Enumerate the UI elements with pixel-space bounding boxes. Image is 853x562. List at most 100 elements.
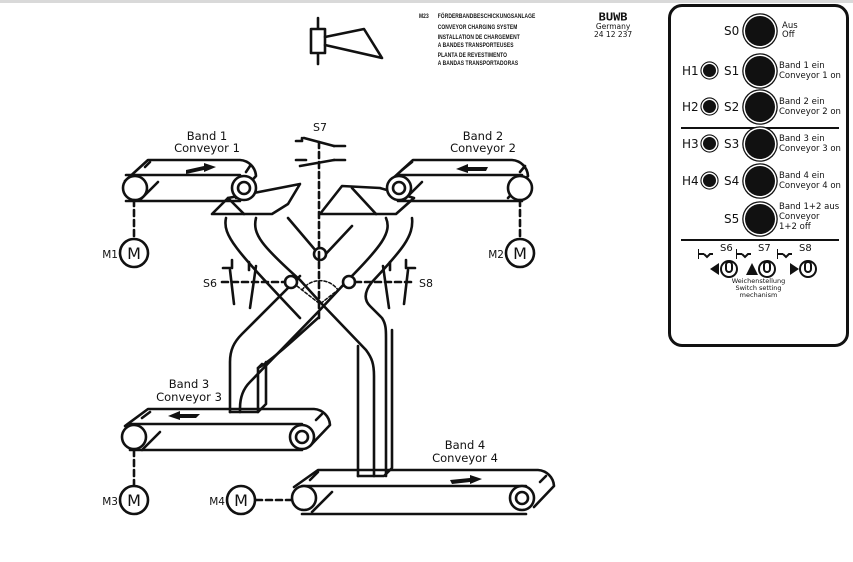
switch-label: S4 [724, 174, 740, 188]
h3-indicator-lamp [703, 137, 716, 150]
s6-toggle-icon [697, 249, 738, 278]
toggle-label: S8 [799, 243, 812, 254]
switch-label: S2 [724, 100, 740, 114]
title-fr-1: INSTALLATION DE CHARGEMENT [437, 34, 520, 42]
row-desc-1: Band 2 ein [779, 97, 825, 107]
panel-row-s2: H2 S2 Band 2 ein Conveyor 2 on [671, 92, 846, 122]
conveyor-2-arrow-left-icon [456, 164, 488, 173]
conveyor-diagram: M M M M M1 M2 M3 M4 Band 1 Conveyor 1 Ba… [102, 16, 556, 516]
lamp-label: H2 [682, 100, 699, 114]
motor-m1-icon [118, 237, 150, 269]
conveyor-2 [385, 158, 534, 203]
s2-conveyor-2-on-button[interactable] [745, 92, 775, 122]
switch-label: S3 [724, 137, 740, 151]
title-block: M23 FÖRDERBANDBESCHICKUNGSANLAGE CONVEYO… [419, 13, 535, 68]
lamp-label: H1 [682, 64, 699, 78]
title-en: CONVEYOR CHARGING SYSTEM [437, 23, 518, 31]
row-desc-3: 1+2 off [779, 222, 811, 232]
row-desc-2: Conveyor [779, 212, 820, 222]
brand-logo: BUWB [598, 10, 628, 24]
conveyor-3-arrow-left-icon [168, 411, 200, 420]
switch-setting-caption: Weichenstellung Switch setting mechanism [671, 278, 846, 299]
s7-toggle-icon [735, 249, 776, 278]
conveyor-1-arrow-right-icon [186, 163, 216, 174]
conveyor-1-label-de: Band 1 [187, 129, 228, 143]
row-desc-2: Conveyor 3 on [779, 144, 841, 154]
s4-conveyor-4-on-button[interactable] [745, 166, 775, 196]
s6-toggle-switch[interactable]: S6 [697, 243, 748, 281]
title-es-1: PLANTA DE REVESTIMENTO [437, 52, 508, 60]
control-panel: S0 Aus Off H1 S1 Band 1 ein Conveyor 1 o… [668, 4, 849, 347]
conveyor-4-label-en: Conveyor 4 [432, 451, 498, 465]
h1-indicator-lamp [703, 64, 716, 77]
motor-m3-symbol: M [127, 491, 141, 510]
h2-indicator-lamp [703, 100, 716, 113]
panel-row-s1: H1 S1 Band 1 ein Conveyor 1 on [671, 56, 846, 86]
h4-indicator-lamp [703, 174, 716, 187]
motor-m3-icon [118, 484, 150, 516]
row-desc-2: Conveyor 1 on [779, 71, 841, 81]
conveyor-3-label-de: Band 3 [169, 377, 210, 391]
motor-m1-label: M1 [102, 249, 118, 261]
s8-switch-symbol [353, 258, 417, 310]
conveyor-4-label-de: Band 4 [445, 438, 486, 452]
row-desc-1: Band 4 ein [779, 171, 825, 181]
conveyor-1-label-en: Conveyor 1 [174, 141, 240, 155]
row-desc-1: Band 1 ein [779, 61, 825, 71]
switch-label: S5 [724, 212, 740, 226]
caption-de: Weichenstellung [731, 277, 786, 285]
conveyor-4 [290, 468, 556, 516]
conveyor-2-label-de: Band 2 [463, 129, 504, 143]
row-desc-1: Band 1+2 aus [779, 202, 840, 212]
panel-row-s5: S5 Band 1+2 aus Conveyor 1+2 off [671, 202, 846, 234]
title-es-2: A BANDAS TRANSPORTADORAS [437, 59, 519, 67]
arrow-right-icon [790, 263, 799, 275]
panel-divider [681, 127, 839, 129]
s3-conveyor-3-on-button[interactable] [745, 129, 775, 159]
motor-m3-label: M3 [102, 496, 118, 508]
s1-conveyor-1-on-button[interactable] [745, 56, 775, 86]
conveyor-3-label-en: Conveyor 3 [156, 390, 222, 404]
s8-toggle-icon [776, 249, 817, 278]
title-fr-2: A BANDES TRANSPORTEUSES [437, 41, 514, 49]
row-desc-1: Band 3 ein [779, 134, 825, 144]
s6-label: S6 [203, 277, 217, 290]
panel-row-s3: H3 S3 Band 3 ein Conveyor 3 on [671, 129, 846, 159]
row-desc-2: Off [782, 30, 795, 40]
s7-switch-symbol [294, 136, 347, 168]
motor-m4-symbol: M [234, 491, 248, 510]
motor-m1-symbol: M [127, 244, 141, 263]
s8-toggle-switch[interactable]: S8 [776, 243, 827, 281]
switch-label: S1 [724, 64, 740, 78]
row-desc-2: Conveyor 2 on [779, 107, 841, 117]
s8-label: S8 [419, 277, 433, 290]
motor-m4-label: M4 [209, 496, 225, 508]
conveyor-2-label-en: Conveyor 2 [450, 141, 516, 155]
part-number: 24 12 237 [594, 30, 633, 39]
model-code: M23 [419, 13, 429, 20]
row-desc-1: Aus [782, 21, 798, 31]
arrow-up-icon [746, 263, 758, 275]
horn-icon [309, 16, 384, 66]
lamp-label: H3 [682, 137, 699, 151]
title-de: FÖRDERBANDBESCHICKUNGSANLAGE [437, 13, 536, 20]
panel-row-s0: S0 Aus Off [671, 16, 846, 46]
s7-label: S7 [313, 121, 327, 134]
lamp-label: H4 [682, 174, 699, 188]
row-desc-2: Conveyor 4 on [779, 181, 841, 191]
conveyor-3 [120, 407, 332, 452]
s6-switch-symbol [220, 258, 287, 310]
conveyor-1 [121, 158, 258, 203]
caption-en-2: mechanism [739, 291, 778, 299]
s5-conveyor-1-2-off-button[interactable] [745, 204, 775, 234]
caption-en-1: Switch setting [735, 284, 782, 292]
chute-structure [210, 182, 416, 478]
panel-row-s4: H4 S4 Band 4 ein Conveyor 4 on [671, 166, 846, 196]
s0-off-button[interactable] [745, 16, 775, 46]
switch-label: S0 [724, 24, 740, 38]
s7-toggle-switch[interactable]: S7 [735, 243, 786, 281]
motor-m2-symbol: M [513, 244, 527, 263]
toggle-label: S6 [720, 243, 733, 254]
motor-m4-icon [225, 484, 257, 516]
brand-block: BUWB Germany 24 12 237 [594, 11, 632, 39]
